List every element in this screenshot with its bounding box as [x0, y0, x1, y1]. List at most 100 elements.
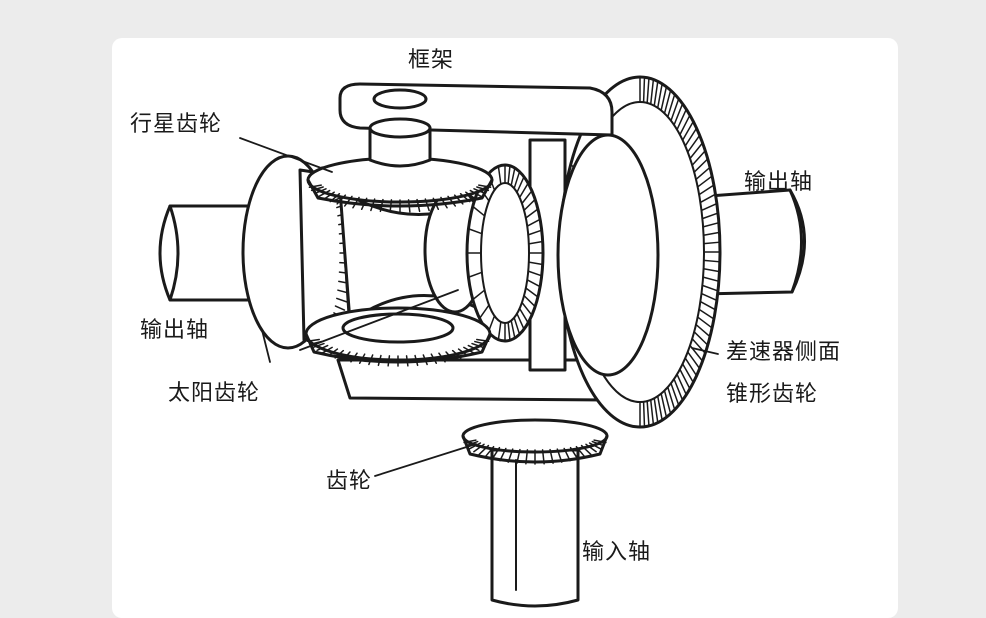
gear-tooth	[696, 316, 713, 329]
gear-tooth	[336, 194, 347, 205]
gear-tooth	[445, 351, 455, 361]
gear-tooth	[696, 175, 713, 188]
gear-tooth	[368, 354, 374, 366]
gear-tooth	[593, 439, 607, 444]
gear-tooth	[389, 199, 393, 213]
gear-tooth	[563, 447, 571, 462]
gear-tooth	[424, 198, 430, 212]
gear-tooth	[575, 445, 586, 458]
gear-tooth	[700, 292, 718, 302]
gear-tooth	[681, 363, 695, 384]
gear-tooth	[329, 193, 341, 203]
gear-tooth	[306, 338, 320, 342]
gear-tooth	[438, 352, 446, 363]
gear-tooth	[453, 194, 464, 205]
gear-tooth	[507, 165, 511, 185]
gear-tooth	[656, 395, 663, 421]
gear-tooth	[516, 176, 525, 194]
gear-tooth	[405, 355, 409, 367]
gear-tooth	[478, 444, 490, 456]
gear-tooth	[673, 103, 684, 126]
gear-tooth	[469, 189, 482, 198]
gear-tooth	[693, 331, 709, 346]
gear-tooth	[702, 221, 720, 228]
gear-tooth	[653, 80, 659, 107]
gear-tooth	[467, 271, 483, 279]
gear-tooth	[693, 158, 709, 173]
gear-tooth	[681, 120, 695, 141]
gear-tooth	[518, 307, 529, 324]
gear-tooth	[695, 323, 711, 338]
gear-tooth	[670, 382, 680, 406]
side-bevel-gear-label-line1: 差速器侧面	[726, 340, 842, 365]
gear-tooth	[673, 378, 684, 401]
input-shaft-label: 输入轴	[582, 540, 652, 565]
gear-tooth	[516, 312, 525, 330]
sun-gear-label: 太阳齿轮	[168, 381, 261, 406]
gear-tooth	[646, 77, 650, 104]
gear-tooth	[699, 193, 717, 204]
planet-gear-right	[465, 163, 545, 343]
gear-tooth	[698, 184, 715, 196]
gear-tooth	[468, 442, 482, 450]
gear-tooth	[510, 167, 516, 187]
gear-tooth	[667, 386, 676, 411]
gear-tooth	[701, 284, 719, 292]
gear-tooth	[585, 443, 597, 453]
gear-tooth	[510, 319, 516, 339]
gear-tooth	[308, 184, 322, 188]
gear-tooth	[310, 186, 324, 192]
gear-tooth	[387, 355, 391, 367]
gear-tooth	[473, 188, 486, 195]
gear-tooth	[700, 202, 718, 212]
planet-gear-top	[306, 117, 494, 213]
gear-tooth	[556, 448, 563, 463]
gear-tooth	[343, 195, 353, 207]
gear-tooth	[360, 197, 368, 211]
gear-tooth	[580, 444, 592, 456]
gear-tooth	[422, 354, 428, 366]
input-pinion-gear	[461, 418, 609, 465]
input-shaft	[490, 448, 580, 608]
gear-tooth	[499, 447, 507, 462]
frame-label: 框架	[408, 48, 455, 73]
gear-tooth	[642, 76, 646, 103]
gear-tooth	[676, 373, 688, 396]
gear-tooth	[541, 449, 545, 465]
gear-tooth	[660, 86, 668, 112]
gear-tooth	[526, 218, 541, 227]
gear-tooth	[440, 196, 448, 209]
gear-tooth	[702, 276, 720, 283]
gear-tooth	[527, 229, 543, 236]
side-bevel-gear	[556, 75, 722, 429]
gear-tooth	[525, 287, 539, 298]
gear-tooth	[323, 191, 335, 200]
gear-tooth	[379, 198, 384, 213]
gear-tooth	[467, 227, 483, 235]
gear-tooth	[699, 300, 717, 311]
gear-tooth	[451, 349, 462, 359]
gear-tooth	[484, 445, 495, 458]
gear-tooth	[497, 321, 502, 341]
gear-tooth	[459, 193, 471, 203]
gear-tooth	[491, 446, 501, 460]
gear-tooth	[465, 440, 479, 447]
sun-gear	[241, 154, 353, 350]
gear-tooth	[660, 392, 668, 418]
gear-tooth	[684, 357, 698, 377]
gear-tooth	[407, 199, 411, 213]
gear-tooth	[316, 344, 329, 352]
gear-tooth	[701, 212, 719, 220]
gear-tooth	[525, 208, 539, 219]
gear-tooth	[457, 348, 469, 357]
gear-tooth	[523, 294, 536, 308]
gear-tooth	[334, 305, 346, 311]
output-shaft-right-label: 输出轴	[744, 170, 814, 195]
gear-tooth	[702, 231, 721, 236]
gear-tooth	[521, 301, 533, 316]
gear-tooth	[318, 189, 331, 198]
gear-tooth	[377, 354, 382, 367]
gear-label: 齿轮	[326, 469, 373, 494]
gear-tooth	[642, 401, 646, 428]
